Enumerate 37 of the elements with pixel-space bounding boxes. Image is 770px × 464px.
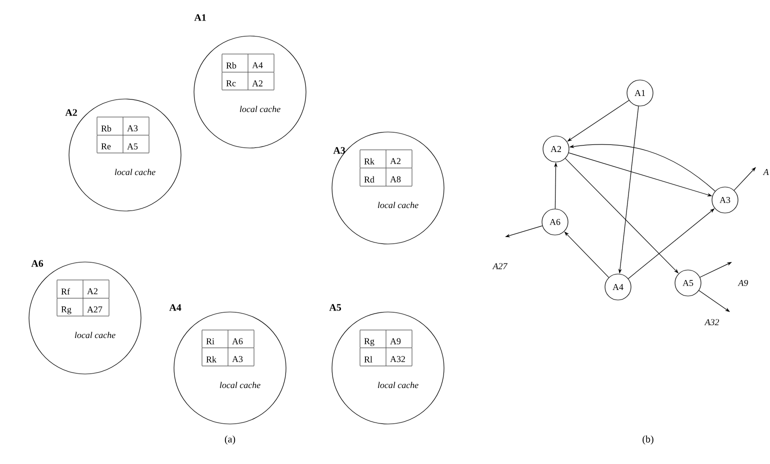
cache-label: local cache bbox=[378, 382, 418, 388]
destination-label: A bbox=[762, 169, 769, 175]
agent-label: A3 bbox=[333, 147, 346, 154]
agent-node: A1 bbox=[626, 80, 654, 106]
destination-label: A32 bbox=[704, 319, 720, 326]
agent-label: A4 bbox=[169, 304, 182, 311]
agent-label: A2 bbox=[65, 109, 77, 116]
agent-circle bbox=[332, 312, 444, 424]
agent-node: A3 bbox=[712, 186, 738, 214]
cache-table: Rg A9 Rl A32 bbox=[360, 330, 412, 366]
cache-table: Rb A4 Rc A2 bbox=[222, 54, 274, 90]
agent-circle bbox=[28, 262, 142, 374]
agent-circle bbox=[194, 36, 306, 148]
agent-label: A6 bbox=[31, 260, 44, 267]
agent-circle bbox=[332, 132, 444, 244]
destination-label: A27 bbox=[492, 263, 508, 270]
cache-table: Ri A6 Rk A3 bbox=[202, 330, 254, 366]
agent-node: A6 bbox=[542, 208, 568, 236]
agent-node: A2 bbox=[542, 136, 570, 162]
destination-label: A9 bbox=[738, 280, 748, 286]
arrow bbox=[698, 290, 730, 312]
cache-label: local cache bbox=[378, 202, 418, 208]
cache-table: Rf A2 Rg A27 bbox=[56, 280, 110, 316]
cache-table: Rb A3 Re A5 bbox=[96, 116, 150, 154]
agent-node: A5 bbox=[674, 270, 702, 296]
agent-label: A1 bbox=[194, 14, 206, 21]
cache-table: Rk A2 Rd A8 bbox=[360, 150, 412, 186]
cache-label: local cache bbox=[220, 382, 260, 388]
panel-caption: (b) bbox=[642, 435, 654, 444]
panel-caption: (a) bbox=[224, 435, 236, 444]
cache-label: local cache bbox=[240, 106, 280, 112]
agent-node: A4 bbox=[604, 274, 632, 300]
agent-label: A5 bbox=[329, 304, 342, 311]
arrow bbox=[734, 167, 756, 191]
cache-label: local cache bbox=[74, 332, 116, 338]
agent-circle bbox=[174, 312, 286, 424]
cache-label: local cache bbox=[114, 168, 156, 176]
